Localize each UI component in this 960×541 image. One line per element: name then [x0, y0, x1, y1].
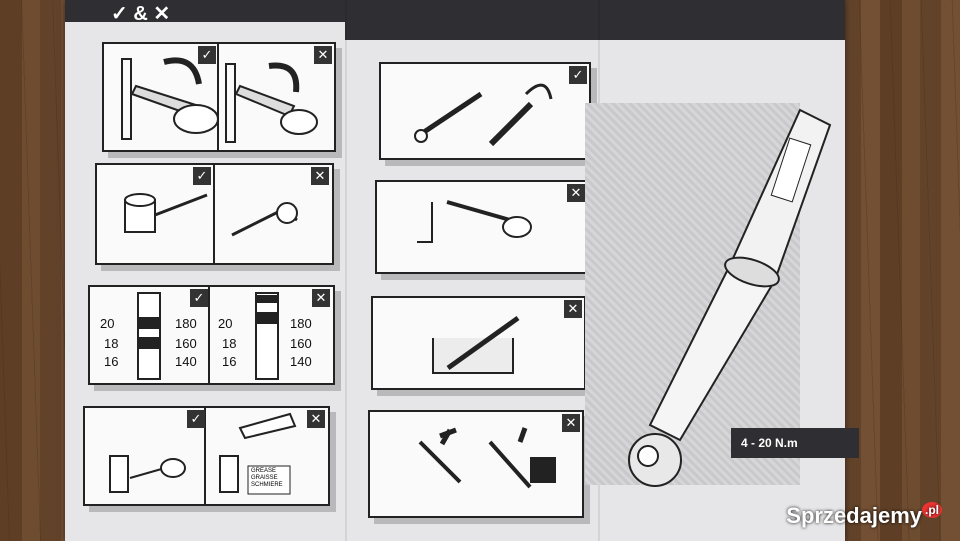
scale-right-140: 140 [175, 354, 197, 369]
panel-impact: ✕ [375, 180, 589, 274]
watermark-text: Sprzedajemy [786, 503, 922, 528]
torque-range-label: 4 - 20 N.m [731, 428, 859, 458]
check-icon: ✓ [187, 410, 205, 428]
socket-illustration [124, 193, 298, 237]
panel-divider [208, 287, 210, 383]
panel-scale: ✓ ✕ 20 18 16 180 160 140 20 18 16 180 16… [88, 285, 335, 385]
hand-wrench-illustration [121, 57, 318, 143]
impact-illustration [417, 200, 532, 243]
check-icon: ✓ [193, 167, 211, 185]
leaflet-title: ✓ & ✕ [111, 3, 171, 25]
scale-left-20: 20 [100, 316, 115, 331]
scale-left-18-b: 18 [222, 336, 237, 351]
panel-extension: ✕ [368, 410, 584, 518]
watermark-suffix: .pl [922, 502, 942, 518]
cross-icon: ✕ [562, 414, 580, 432]
panel-wrench-handle: ✓ ✕ [102, 42, 336, 152]
scale-left-20-b: 20 [218, 316, 233, 331]
scale-right-180-b: 180 [290, 316, 312, 331]
check-icon: ✓ [190, 289, 208, 307]
scale-left-16-b: 16 [222, 354, 237, 369]
cross-icon: ✕ [567, 184, 585, 202]
watermark: Sprzedajemy.pl [786, 502, 942, 529]
grease-label: GREASE GRAISSE SCHMIERE [251, 468, 283, 489]
panel-divider [217, 44, 219, 150]
oil-can-illustration [109, 412, 297, 495]
cross-icon: ✕ [314, 46, 332, 64]
scale-left-18: 18 [104, 336, 119, 351]
panel-divider [213, 165, 215, 263]
scale-right-180: 180 [175, 316, 197, 331]
scale-left-16: 16 [104, 354, 119, 369]
grease-fr: GRAISSE [251, 475, 278, 481]
scale-right-160: 160 [175, 336, 197, 351]
liquid-illustration [432, 315, 520, 374]
calibration-illustration [414, 83, 553, 147]
grease-en: GREASE [251, 468, 277, 474]
cross-icon: ✕ [311, 167, 329, 185]
scale-right-140-b: 140 [290, 354, 312, 369]
fold-line-1 [345, 0, 347, 541]
header-bar [65, 0, 845, 22]
header-bar-right [345, 22, 845, 40]
grease-de: SCHMIERE [251, 482, 283, 488]
check-icon: ✓ [198, 46, 216, 64]
cross-icon: ✕ [312, 289, 330, 307]
panel-calibration: ✓ [379, 62, 591, 160]
scale-right-160-b: 160 [290, 336, 312, 351]
extension-illustration [418, 427, 556, 489]
panel-socket: ✓ ✕ [95, 163, 334, 265]
check-icon: ✓ [569, 66, 587, 84]
panel-divider [204, 408, 206, 504]
scale-illustration [137, 292, 279, 380]
panel-lubrication: ✓ ✕ GREASE GRAISSE SCHMIERE [83, 406, 330, 506]
cross-icon: ✕ [307, 410, 325, 428]
cross-icon: ✕ [564, 300, 582, 318]
